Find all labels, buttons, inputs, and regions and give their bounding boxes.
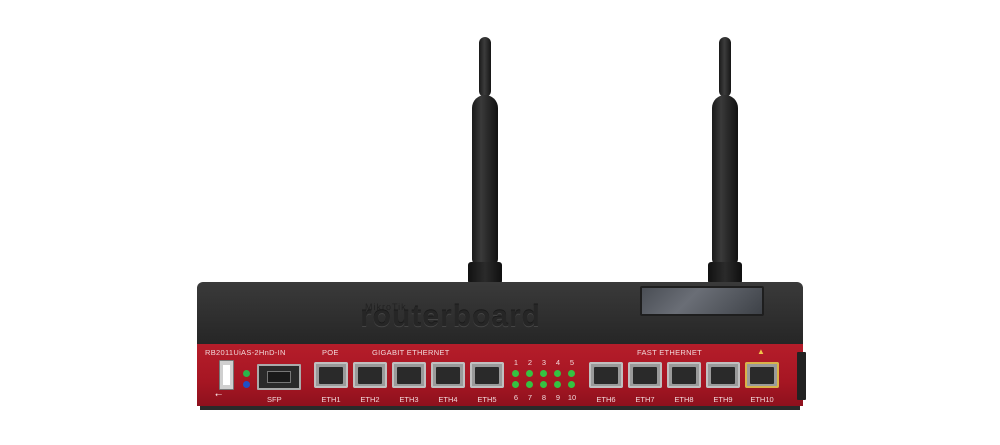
- poe-label: POE: [322, 348, 339, 357]
- antenna-right-base: [708, 262, 742, 284]
- antenna-right: [712, 95, 738, 265]
- port-led: [554, 370, 561, 377]
- warning-icon: ▲: [757, 347, 765, 356]
- eth6-port[interactable]: [589, 362, 623, 388]
- port-led: [568, 381, 575, 388]
- led-number: 8: [541, 393, 547, 402]
- port-led: [526, 381, 533, 388]
- led-number: 3: [541, 358, 547, 367]
- eth3-label: ETH3: [399, 395, 419, 404]
- lcd-screen: [640, 286, 764, 316]
- eth10-port[interactable]: [745, 362, 779, 388]
- eth1-label: ETH1: [321, 395, 341, 404]
- port-led: [540, 370, 547, 377]
- eth4-port[interactable]: [431, 362, 465, 388]
- eth3-port[interactable]: [392, 362, 426, 388]
- sfp-port[interactable]: [257, 364, 301, 390]
- fast-ethernet-label: FAST ETHERNET: [637, 348, 703, 357]
- eth7-label: ETH7: [635, 395, 655, 404]
- usb-port[interactable]: [219, 360, 234, 390]
- led-number: 5: [569, 358, 575, 367]
- gigabit-label: GIGABIT ETHERNET: [372, 348, 450, 357]
- power-led: [243, 370, 250, 377]
- brand-small-text: MikroTik: [365, 302, 407, 312]
- antenna-left: [472, 95, 498, 265]
- front-panel: RB2011UiAS-2HnD-IN POE GIGABIT ETHERNET …: [197, 344, 803, 406]
- eth2-port[interactable]: [353, 362, 387, 388]
- port-led: [526, 370, 533, 377]
- led-number: 9: [555, 393, 561, 402]
- port-led: [568, 370, 575, 377]
- antenna-left-tip: [479, 37, 491, 97]
- led-number: 6: [513, 393, 519, 402]
- eth6-label: ETH6: [596, 395, 616, 404]
- eth5-port[interactable]: [470, 362, 504, 388]
- antenna-left-base: [468, 262, 502, 284]
- eth2-label: ETH2: [360, 395, 380, 404]
- port-led-grid: 1 2 3 4 5 6 7 8 9 10: [511, 358, 581, 404]
- eth5-label: ETH5: [477, 395, 497, 404]
- eth9-port[interactable]: [706, 362, 740, 388]
- router-base: [200, 406, 800, 410]
- model-label: RB2011UiAS-2HnD-IN: [205, 348, 286, 357]
- led-number: 1: [513, 358, 519, 367]
- usb-icon: ⭠: [215, 389, 223, 399]
- port-led: [512, 381, 519, 388]
- led-number: 4: [555, 358, 561, 367]
- user-led: [243, 381, 250, 388]
- eth4-label: ETH4: [438, 395, 458, 404]
- port-led: [554, 381, 561, 388]
- sfp-label: SFP: [267, 395, 282, 404]
- eth8-label: ETH8: [674, 395, 694, 404]
- eth10-label: ETH10: [750, 395, 774, 404]
- led-number: 2: [527, 358, 533, 367]
- port-led: [540, 381, 547, 388]
- power-connector: [797, 352, 806, 400]
- eth9-label: ETH9: [713, 395, 733, 404]
- led-number: 7: [527, 393, 533, 402]
- led-number: 10: [567, 393, 577, 402]
- eth1-port[interactable]: [314, 362, 348, 388]
- antenna-right-tip: [719, 37, 731, 97]
- eth8-port[interactable]: [667, 362, 701, 388]
- brand-logo-text: routerboard: [360, 300, 542, 333]
- port-led: [512, 370, 519, 377]
- eth7-port[interactable]: [628, 362, 662, 388]
